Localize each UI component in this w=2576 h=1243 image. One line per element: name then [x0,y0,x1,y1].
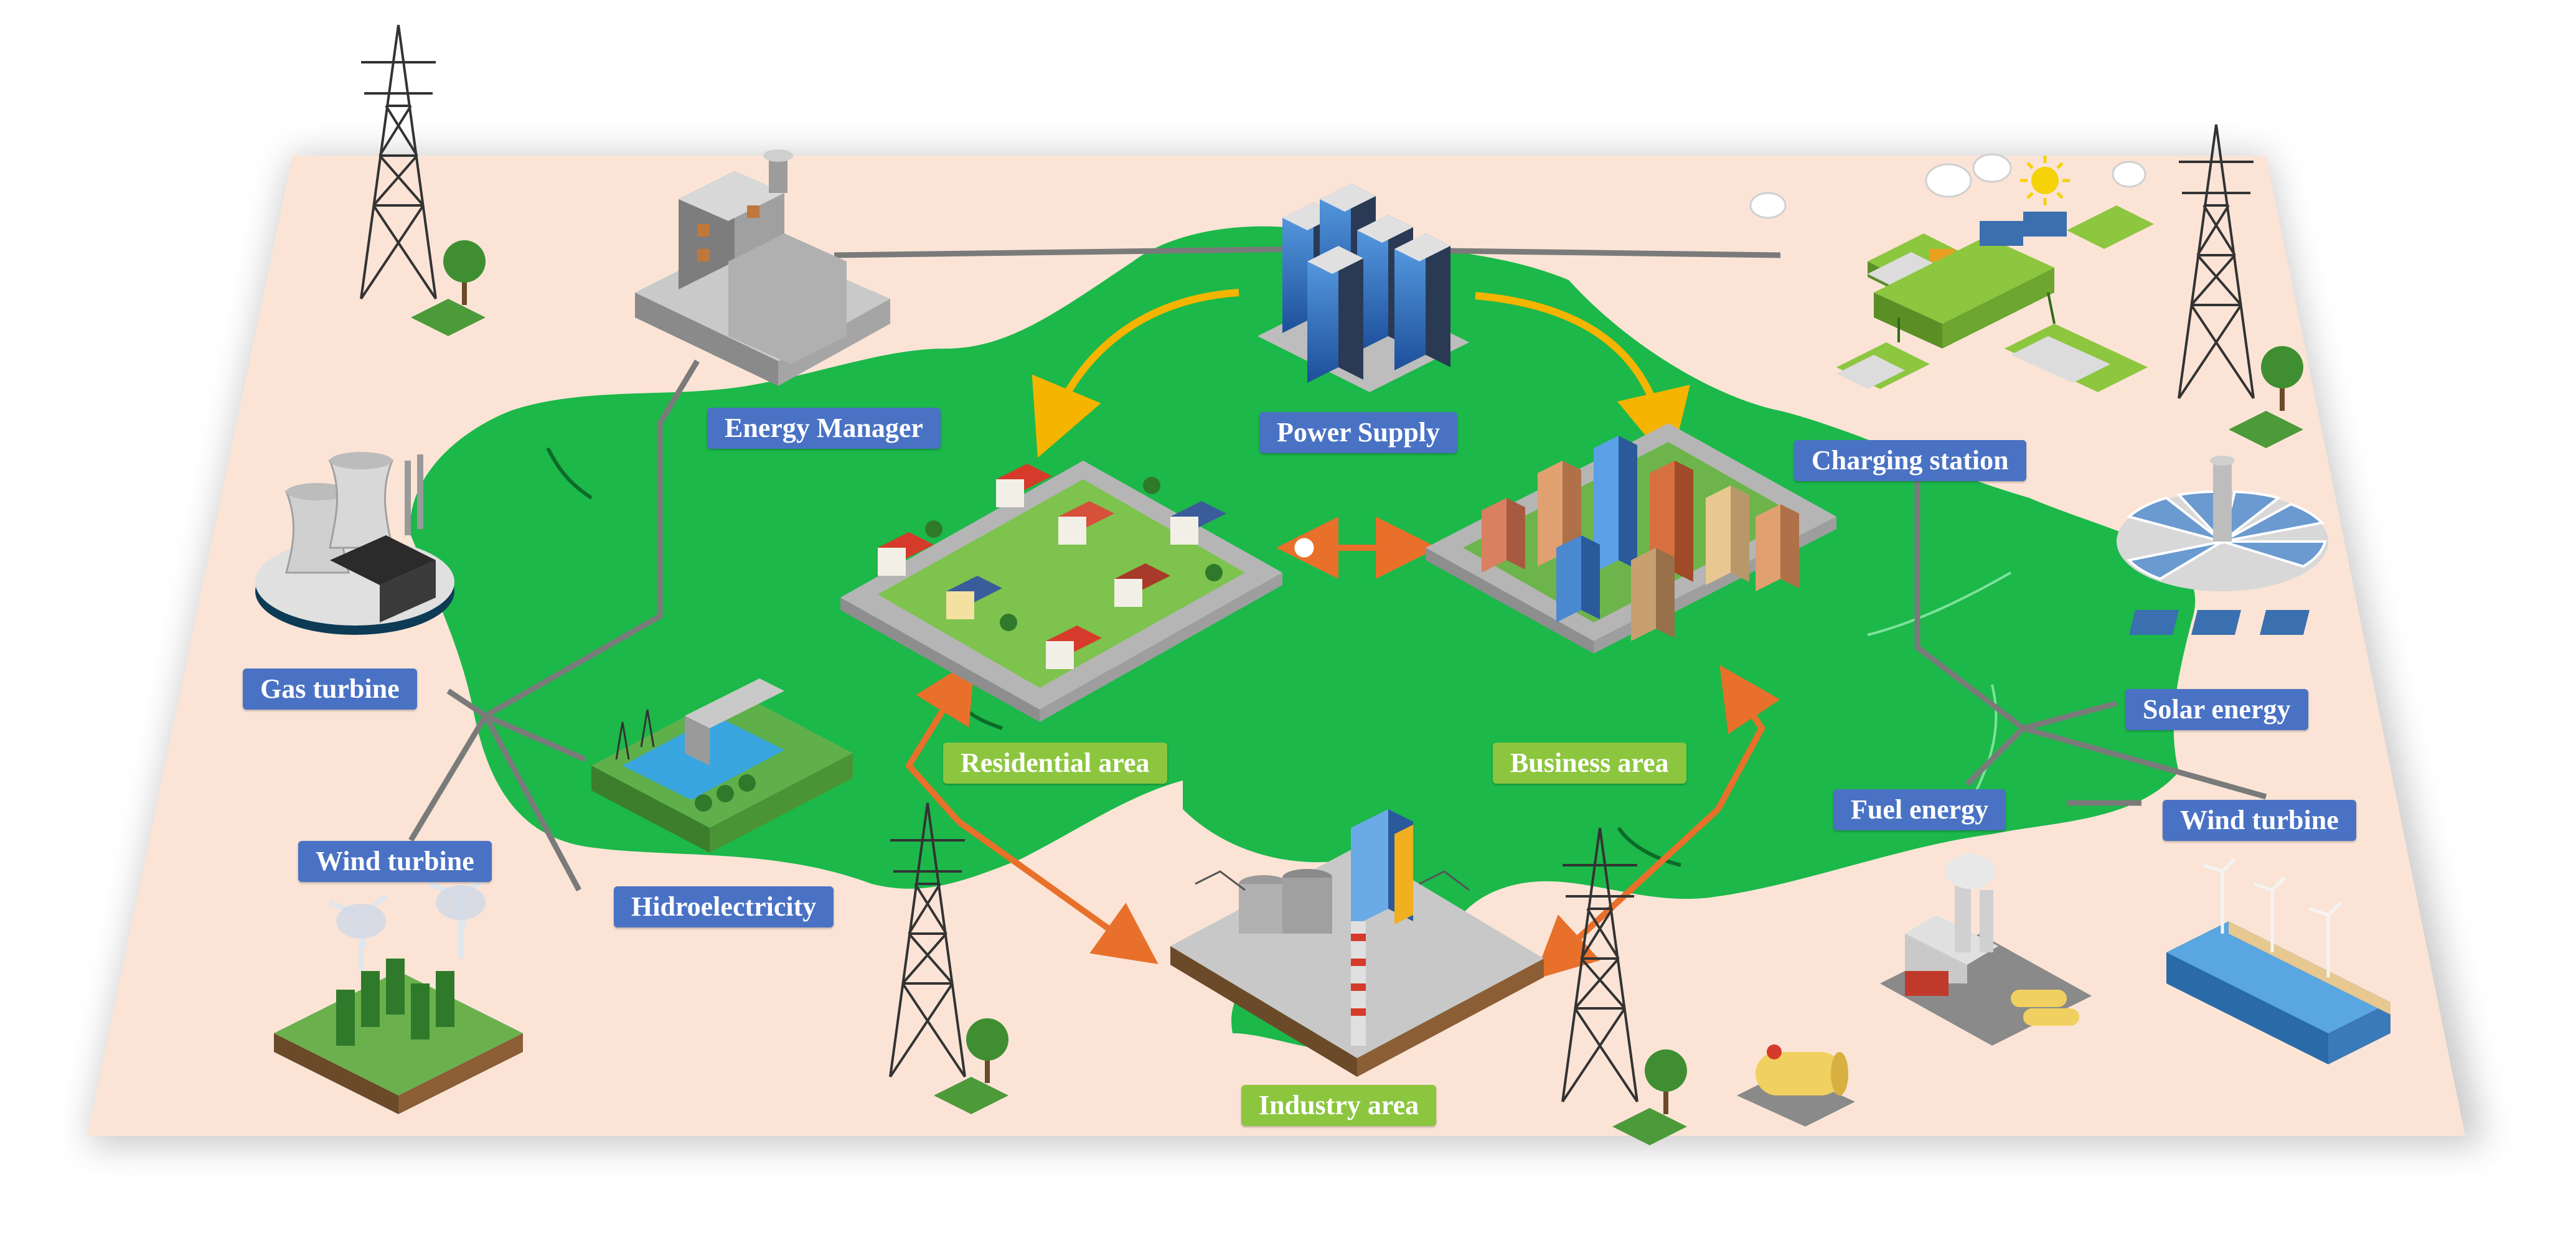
tree-icon [1612,1049,1687,1145]
residential-industry-arrow [957,819,1159,965]
tree-icon [2229,346,2303,448]
transmission-tower-icon [360,24,437,300]
cloud-icon [1749,153,2146,219]
label-industry-area: Industry area [1241,1085,1437,1126]
line-charging-solar [1914,479,2118,731]
land-crack [546,447,593,500]
line-hydro [484,713,586,762]
industry-residential-arrow [905,658,975,824]
solar-tower-icon [2117,456,2328,635]
supply-arrow-residential [1032,289,1239,458]
industry-business-arrow [1715,665,1780,811]
tree-icon [411,240,486,336]
factory-icon [1170,809,1544,1077]
charging-station-icon [1836,205,2154,392]
label-business-area: Business area [1493,743,1686,784]
line-gas-turbine [446,688,487,718]
label-wind-turbine-right: Wind turbine [2163,800,2356,841]
label-energy-manager: Energy Manager [707,408,941,449]
energy-manager-building-icon [635,149,890,386]
data-center-icon [1257,184,1469,392]
label-gas-turbine: Gas turbine [243,668,417,710]
offshore-wind-icon [2166,858,2390,1064]
hydro-dam-icon [591,678,853,853]
label-power-supply: Power Supply [1259,412,1458,453]
transmission-tower-icon [889,802,966,1078]
land-crack [1617,827,1681,867]
supply-arrow-business [1475,292,1690,466]
land-crack [1867,571,2011,636]
label-hydroelectricity: Hidroelectricity [614,886,834,927]
cooling-tower-plant-icon [255,452,454,635]
junction-dot [1291,535,1317,561]
residential-houses-icon [840,461,1282,722]
label-wind-turbine-left: Wind turbine [298,841,492,882]
gas-tank-icon [1737,1044,1855,1127]
tree-icon [934,1018,1008,1114]
fuel-refinery-icon [1880,854,2092,1046]
label-fuel-energy: Fuel energy [1833,789,2006,830]
sun-icon [2020,156,2070,205]
line-wind-right [2022,725,2267,800]
wind-farm-icon [274,875,523,1114]
line-hydroelectricity [483,714,581,892]
label-charging-station: Charging station [1794,440,2026,481]
line-fuel [1965,726,2026,787]
transmission-tower-icon [2178,124,2255,400]
business-industry-arrow [1533,807,1721,980]
label-solar-energy: Solar energy [2125,689,2308,730]
city-buildings-icon [1426,423,1836,654]
transmission-tower-icon [1561,827,1638,1103]
label-residential-area: Residential area [943,743,1167,784]
line-manager-gas-wind [408,359,700,842]
